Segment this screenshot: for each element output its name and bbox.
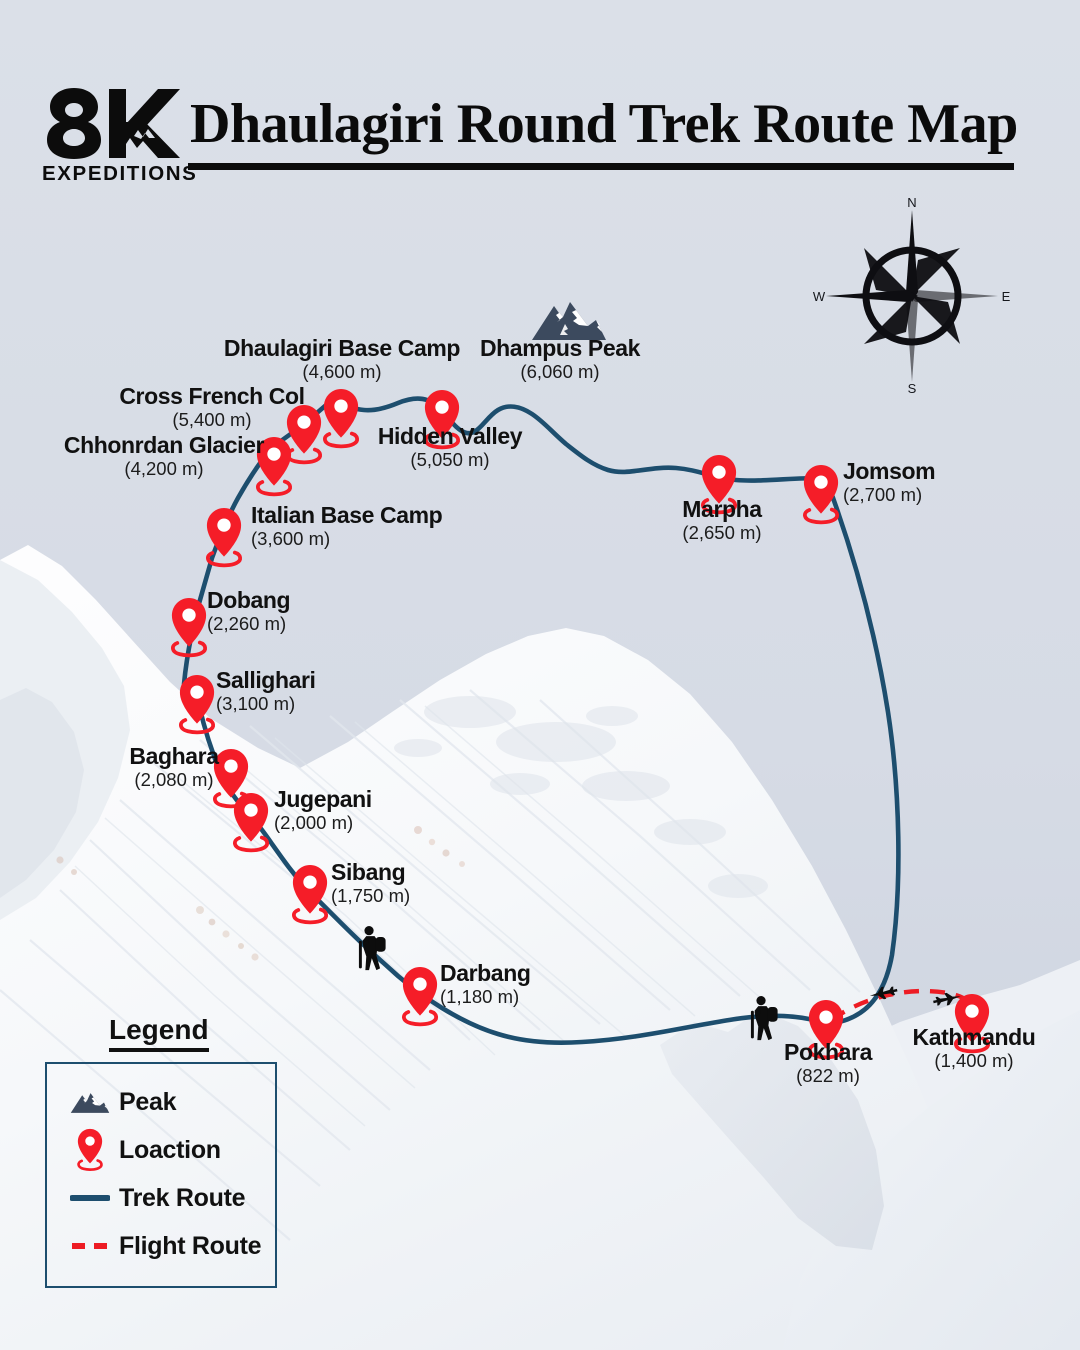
- place-name: Dhampus Peak: [479, 335, 641, 361]
- pin-jugepani[interactable]: [232, 791, 270, 853]
- place-name: Italian Base Camp: [251, 502, 443, 528]
- place-altitude: (5,400 m): [172, 408, 252, 430]
- place-name: Kathmandu: [912, 1024, 1036, 1050]
- place-name: Jugepani: [274, 786, 372, 812]
- label-jugepani: Jugepani (2,000 m): [274, 787, 390, 833]
- label-hidden-valley: Hidden Valley (5,050 m): [376, 424, 524, 470]
- place-altitude: (2,080 m): [134, 768, 214, 790]
- trek-route-icon: [61, 1192, 119, 1204]
- pin-darbang[interactable]: [401, 965, 439, 1027]
- legend: Legend Peak: [45, 1014, 277, 1288]
- logo-wordmark: EXPEDITIONS: [42, 162, 198, 185]
- label-darbang: Darbang (1,180 m): [440, 961, 552, 1007]
- place-name: Jomsom: [843, 458, 936, 484]
- place-name: Chhonrdan Glacier: [63, 432, 265, 458]
- trek-route-line: [181, 396, 901, 1046]
- place-name: Darbang: [440, 960, 531, 986]
- place-altitude: (1,750 m): [331, 884, 411, 906]
- peak-icon-dhampus: [532, 302, 606, 340]
- place-name: Dhaulagiri Base Camp: [223, 335, 461, 361]
- pin-sibang[interactable]: [291, 863, 329, 925]
- place-name: Dobang: [207, 587, 291, 613]
- label-marpha: Marpha (2,650 m): [676, 497, 768, 543]
- place-altitude: (2,260 m): [207, 612, 287, 634]
- legend-item-trek-route: Trek Route: [47, 1174, 275, 1222]
- label-sallighari: Sallighari (3,100 m): [216, 668, 340, 714]
- place-name: Sibang: [331, 859, 406, 885]
- brand-logo: EXPEDITIONS: [42, 86, 198, 186]
- page-title: Dhaulagiri Round Trek Route Map: [190, 93, 1018, 155]
- legend-label: Peak: [119, 1087, 177, 1116]
- legend-label: Loaction: [119, 1135, 221, 1164]
- title-underline: [188, 163, 1014, 170]
- place-altitude: (2,000 m): [274, 811, 354, 833]
- label-kathmandu: Kathmandu (1,400 m): [900, 1025, 1048, 1071]
- place-altitude: (3,600 m): [251, 527, 331, 549]
- place-altitude: (4,600 m): [302, 360, 382, 382]
- label-dobang: Dobang (2,260 m): [207, 588, 317, 634]
- place-name: Baghara: [129, 743, 219, 769]
- compass-east-label: E: [1002, 289, 1011, 304]
- place-name: Pokhara: [784, 1039, 872, 1065]
- place-altitude: (6,060 m): [520, 360, 600, 382]
- legend-label: Trek Route: [119, 1183, 246, 1212]
- place-altitude: (1,400 m): [934, 1049, 1014, 1071]
- compass-rose-icon: N E S W: [813, 196, 1011, 396]
- legend-title: Legend: [109, 1014, 209, 1052]
- place-altitude: (2,650 m): [682, 521, 762, 543]
- location-pin-icon: [61, 1127, 119, 1173]
- place-name: Cross French Col: [119, 383, 305, 409]
- legend-item-peak: Peak: [47, 1078, 275, 1126]
- place-altitude: (1,180 m): [440, 985, 520, 1007]
- label-dhaulagiri-base-camp: Dhaulagiri Base Camp (4,600 m): [222, 336, 462, 382]
- place-altitude: (5,050 m): [410, 448, 490, 470]
- logo-8k-mountain-icon: [47, 88, 180, 159]
- legend-item-location: Loaction: [47, 1126, 275, 1174]
- compass-north-label: N: [907, 196, 916, 210]
- label-cross-french-col: Cross French Col (5,400 m): [119, 384, 305, 430]
- peak-icon: [61, 1089, 119, 1115]
- compass-south-label: S: [908, 381, 917, 396]
- place-name: Marpha: [682, 496, 762, 522]
- label-sibang: Sibang (1,750 m): [331, 860, 433, 906]
- place-altitude: (3,100 m): [216, 692, 296, 714]
- label-chhonrdan-glacier: Chhonrdan Glacier (4,200 m): [58, 433, 270, 479]
- pin-dhaulagiri-base-camp[interactable]: [322, 387, 360, 449]
- place-name: Hidden Valley: [377, 423, 523, 449]
- label-italian-base-camp: Italian Base Camp (3,600 m): [251, 503, 467, 549]
- label-jomsom: Jomsom (2,700 m): [843, 459, 983, 505]
- place-altitude: (4,200 m): [124, 457, 204, 479]
- label-pokhara: Pokhara (822 m): [770, 1040, 886, 1086]
- place-name: Sallighari: [216, 667, 316, 693]
- legend-item-flight-route: Flight Route: [47, 1222, 275, 1270]
- place-altitude: (822 m): [796, 1064, 860, 1086]
- label-dhampus-peak: Dhampus Peak (6,060 m): [478, 336, 642, 382]
- pin-sallighari[interactable]: [178, 673, 216, 735]
- header: EXPEDITIONS Dhaulagiri Round Trek Route …: [0, 0, 1080, 200]
- legend-box: Peak Loaction Trek Rou: [45, 1062, 277, 1288]
- label-baghara: Baghara (2,080 m): [122, 744, 226, 790]
- place-altitude: (2,700 m): [843, 483, 923, 505]
- pin-jomsom[interactable]: [802, 463, 840, 525]
- flight-route-icon: [61, 1240, 119, 1252]
- compass-west-label: W: [813, 289, 826, 304]
- legend-label: Flight Route: [119, 1231, 262, 1260]
- flight-route-line: [830, 988, 979, 1022]
